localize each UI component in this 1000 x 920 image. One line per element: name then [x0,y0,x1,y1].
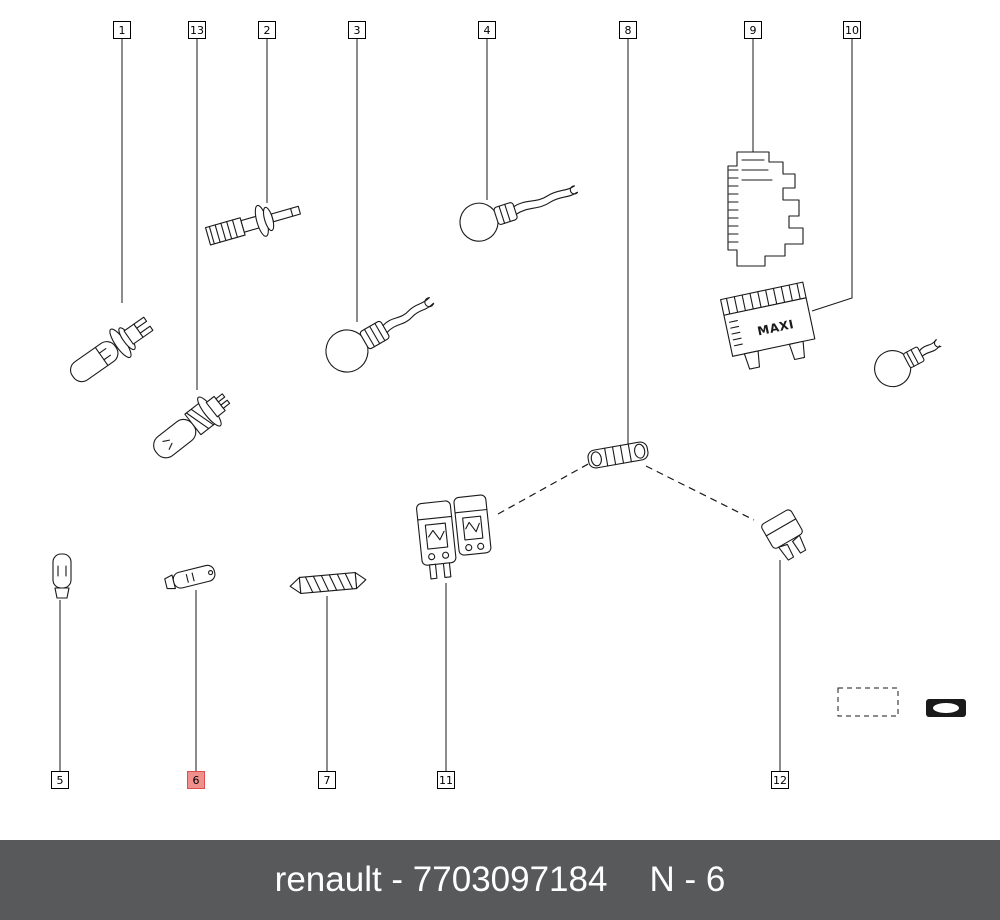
part-7-festoon-bulb [289,572,367,594]
svg-text:8: 8 [625,24,632,37]
part-label-3[interactable]: 3 [348,21,366,39]
footer-brand-part-number: renault - 7703097184 [274,860,608,899]
part-13-h4-bulb [153,393,231,459]
svg-text:6: 6 [193,774,200,787]
part-5-wedge-bulb [52,553,72,599]
svg-text:7: 7 [324,774,331,787]
part-10-maxi-fuse: MAXI [720,281,816,370]
legend-fuse-symbol [926,699,966,717]
part-9-fuse-carrier [727,151,804,267]
part-11-blade-fuses [416,494,492,580]
blade-fuse-rear [453,494,492,556]
blade-fuse-front [416,500,457,580]
parts-diagram: MAXI [51,21,966,789]
part-label-2[interactable]: 2 [258,21,276,39]
svg-text:1: 1 [119,24,126,37]
part-label-7[interactable]: 7 [318,771,336,789]
svg-text:12: 12 [773,774,787,787]
svg-text:13: 13 [190,24,204,37]
part-label-4[interactable]: 4 [478,21,496,39]
part-label-8[interactable]: 8 [619,21,637,39]
dashed-connectors [497,462,755,521]
svg-text:10: 10 [845,24,859,37]
part-label-11[interactable]: 11 [437,771,455,789]
svg-text:5: 5 [57,774,64,787]
part-label-10[interactable]: 10 [843,21,861,39]
svg-text:9: 9 [750,24,757,37]
part-label-6-highlighted[interactable]: 6 [187,771,205,789]
part-2-h1-bulb [204,204,301,246]
part-label-13[interactable]: 13 [188,21,206,39]
dashed-link-8-12 [645,465,755,521]
dashed-link-11-8 [497,462,591,515]
part-12-mini-fuse [761,509,807,561]
part-3-ball-bulb [325,297,435,373]
empty-slot-dashed-box [837,687,899,717]
part-8-fuse-clip [587,441,649,469]
footer-bar: renault - 7703097184 N - 6 [0,840,1000,920]
part-4-ball-bulb [459,185,579,242]
part-label-5[interactable]: 5 [51,771,69,789]
svg-text:2: 2 [264,24,271,37]
svg-text:4: 4 [484,24,491,37]
part-label-9[interactable]: 9 [744,21,762,39]
part-ball-bulb-small [874,339,942,388]
part-6-wedge-bulb [164,564,216,590]
leader-lines [59,38,853,772]
footer-page-ref: N - 6 [649,860,726,899]
svg-text:3: 3 [354,24,361,37]
leader-line-10 [811,38,853,312]
part-label-1[interactable]: 1 [113,21,131,39]
svg-text:11: 11 [439,774,453,787]
part-1-headlamp-bulb [70,316,154,383]
part-label-12[interactable]: 12 [771,771,789,789]
